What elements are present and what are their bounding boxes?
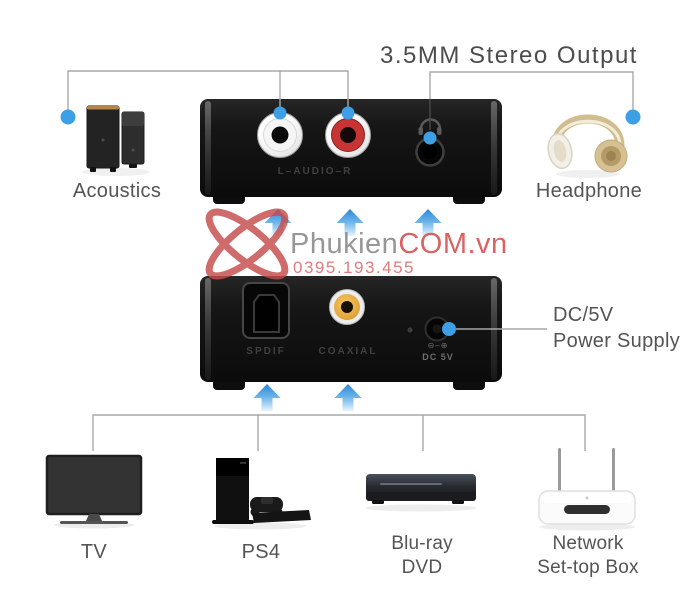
signal-arrow [264, 209, 292, 236]
network-label-line1: Network [552, 533, 624, 554]
power-supply-line1: DC/5V [553, 304, 614, 326]
antenna [612, 448, 615, 494]
watermark-brand: PhukienCOM.vn [290, 228, 508, 261]
bluray-label: Blu-ray DVD [391, 532, 453, 580]
device-edge-gloss [491, 101, 497, 195]
coaxial-label: COAXIAL [318, 346, 378, 357]
connection-dot-white-rca [273, 106, 287, 120]
watermark-phone: 0395.193.455 [293, 258, 415, 277]
device-edge-gloss [205, 278, 211, 380]
acoustics-image [82, 105, 150, 176]
network-label-line2: Set-top Box [537, 557, 639, 578]
settop-box-image [538, 448, 636, 531]
signal-arrow [334, 384, 362, 411]
spdif-label: SPDIF [246, 346, 286, 357]
watermark-brand-red: COM.vn [398, 228, 508, 260]
connection-dots [60, 106, 641, 336]
tv-image [45, 454, 143, 529]
connection-dot-red-rca [341, 106, 355, 120]
audio-lr-label: L–AUDIO–R [277, 166, 353, 177]
power-supply-callout: DC/5V Power Supply [553, 302, 680, 354]
connector-sources-bracket [92, 414, 586, 451]
connection-dot-acoustics [60, 109, 76, 125]
watermark-logo [205, 208, 289, 280]
converter-input-panel [200, 276, 502, 390]
acoustics-label: Acoustics [72, 180, 162, 202]
connector-headphone-bracket [429, 71, 634, 112]
spdif-optical-port [242, 282, 290, 339]
bluray-label-line2: DVD [401, 557, 443, 578]
converter-output-panel [200, 99, 502, 204]
network-label: Network Set-top Box [537, 532, 638, 580]
connector-lines [67, 70, 634, 451]
connection-dot-dc [442, 322, 456, 336]
bluray-label-line1: Blu-ray [391, 533, 453, 554]
led-hole [407, 327, 413, 333]
ps4-image [212, 458, 311, 530]
connector-acoustics-to-rca [67, 70, 349, 112]
tv-label: TV [80, 541, 108, 563]
connection-dot-stereo-jack [423, 131, 437, 145]
bluray-image [365, 474, 477, 512]
antenna [558, 448, 561, 494]
headphone-image [547, 114, 628, 178]
rca-red-jack [325, 112, 371, 158]
connection-dot-headphone [625, 109, 641, 125]
ps4-camera [252, 510, 311, 523]
dc-polarity-symbol: ⊖–⊕ [427, 341, 449, 350]
signal-arrow [336, 209, 364, 236]
signal-arrow [253, 384, 281, 411]
signal-arrow [414, 209, 442, 236]
headphone-label: Headphone [535, 180, 643, 202]
device-edge-gloss [205, 101, 211, 195]
watermark-brand-gray: Phukien [290, 228, 399, 260]
signal-arrows [253, 209, 442, 411]
power-supply-line2: Power Supply [553, 330, 680, 352]
ps4-label: PS4 [241, 541, 281, 563]
coaxial-jack [329, 289, 365, 325]
dc-5v-label: DC 5V [422, 352, 454, 362]
stereo-output-callout: 3.5MM Stereo Output [380, 42, 638, 69]
